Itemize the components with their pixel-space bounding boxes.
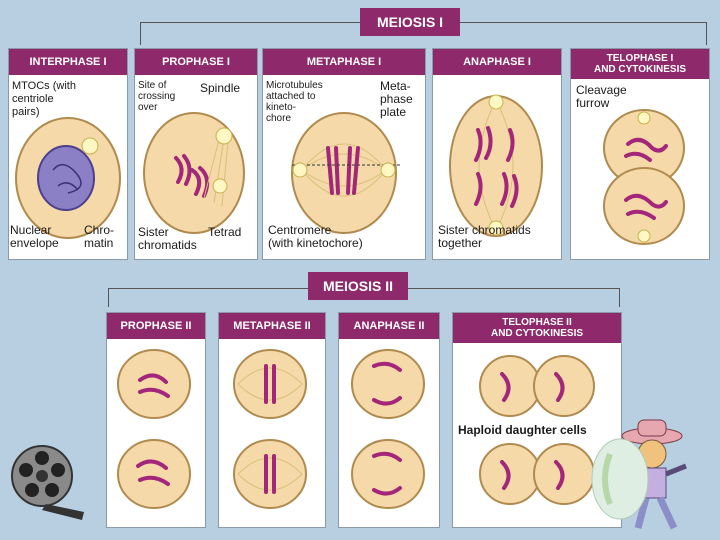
film-reel-icon — [11, 445, 84, 520]
cartoon-cowboy-icon — [620, 419, 687, 530]
prophase-i-cell — [143, 112, 245, 234]
telophase-i-header: TELOPHASE I AND CYTOKINESIS — [571, 49, 709, 79]
metaphase-i-header: METAPHASE I — [263, 49, 425, 75]
interphase-i-cell — [15, 117, 121, 239]
metaphase-ii-cells — [233, 349, 307, 509]
chromatin-label: Chro- matin — [84, 223, 115, 250]
mtocs-label: MTOCs (with centriole pairs) — [12, 80, 76, 118]
meiosis1-title: MEIOSIS I — [360, 8, 460, 36]
prophase-ii-header: PROPHASE II — [107, 313, 205, 339]
anaphase-ii-cells — [351, 349, 425, 509]
telophase-i-cell — [603, 109, 685, 245]
cell-decoration-icon — [591, 438, 649, 520]
cleavage-furrow-label: Cleavage furrow — [576, 83, 627, 110]
microtubules-label: Microtubules attached to kineto- chore — [266, 80, 323, 124]
prophase-i-header: PROPHASE I — [135, 49, 257, 75]
meiosis2-title: MEIOSIS II — [308, 272, 408, 300]
telophase-ii-cells — [479, 355, 595, 505]
metaphase-i-cell — [291, 112, 400, 234]
metaphase-ii-header: METAPHASE II — [219, 313, 325, 339]
sister-chromatids-label: Sister chromatids — [138, 225, 197, 252]
nuclear-envelope-label: Nuclear envelope — [10, 223, 59, 250]
crossing-over-label: Site of crossing over — [138, 80, 176, 113]
anaphase-ii-header: ANAPHASE II — [339, 313, 439, 339]
sister-chromatids-together-label: Sister chromatids together — [438, 223, 531, 250]
anaphase-i-header: ANAPHASE I — [433, 49, 561, 75]
haploid-daughter-cells-label: Haploid daughter cells — [458, 423, 587, 437]
interphase-i-header: INTERPHASE I — [9, 49, 127, 75]
metaphase-plate-label: Meta- phase plate — [380, 79, 413, 119]
spindle-label: Spindle — [200, 81, 241, 95]
anaphase-i-cell — [449, 94, 543, 237]
tetrad-label: Tetrad — [208, 225, 242, 239]
centromere-label: Centromere (with kinetochore) — [268, 223, 363, 250]
telophase-ii-header: TELOPHASE II AND CYTOKINESIS — [453, 313, 621, 343]
prophase-ii-cells — [117, 349, 191, 509]
